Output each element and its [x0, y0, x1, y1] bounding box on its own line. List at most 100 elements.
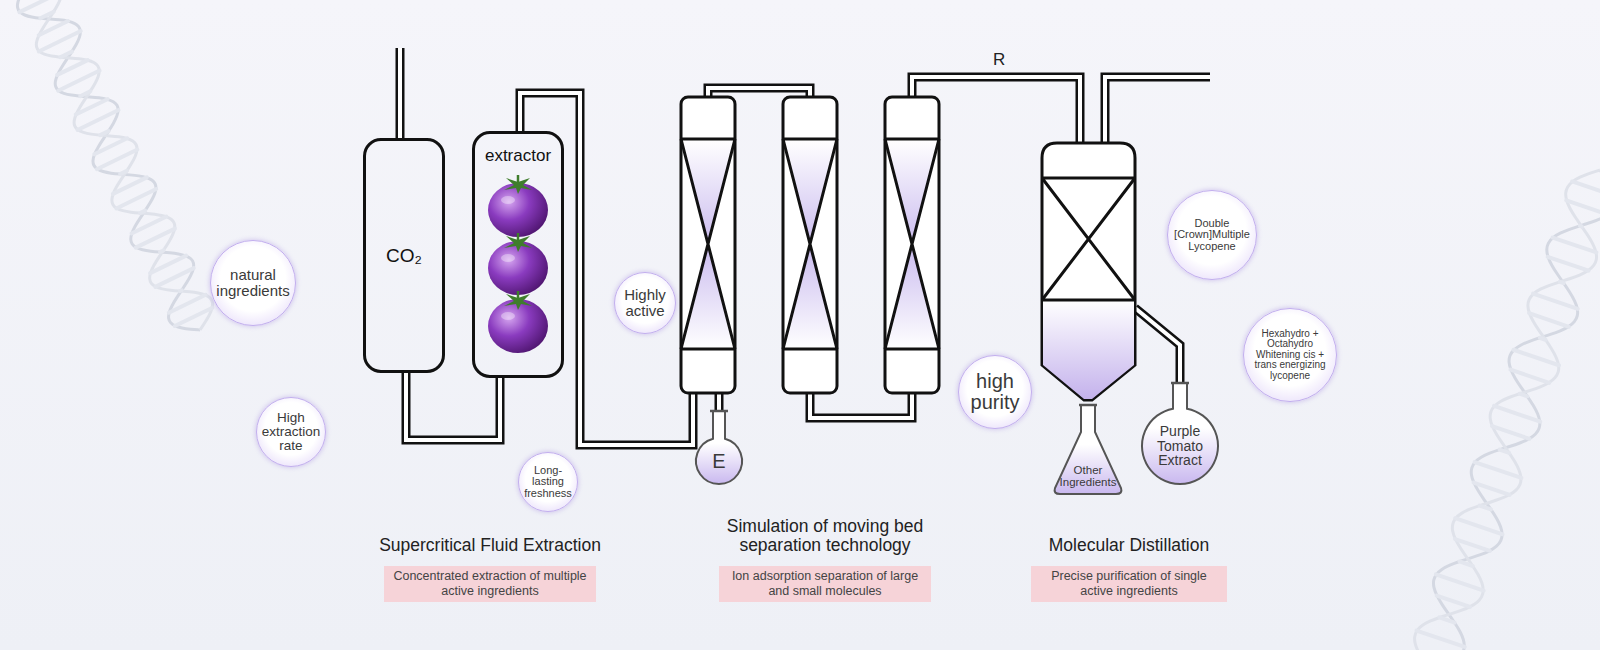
process-vessel: extractor: [472, 131, 564, 378]
dna-rung: [1553, 238, 1597, 253]
tomato-icon: [488, 233, 548, 295]
feature-bubble: High extraction rate: [256, 397, 326, 467]
dna-rung: [120, 171, 127, 174]
smb-column: [885, 97, 939, 393]
flask-vessel: Other Ingredients: [1050, 404, 1126, 496]
stage-panel: Supercritical Fluid ExtractionConcentrat…: [350, 536, 630, 602]
bubble-text-box: Highly active: [618, 287, 671, 319]
dna-rung: [76, 99, 108, 114]
dna-rung: [60, 52, 72, 58]
pipe-connector: [406, 373, 500, 440]
dna-rung: [1500, 450, 1510, 453]
feature-text: Hexahydro + Octahydro Whitening cis + tr…: [1249, 329, 1332, 382]
flask-label: Other Ingredients: [1053, 464, 1123, 488]
dna-rung: [160, 250, 163, 252]
distillation-body: [1042, 143, 1135, 400]
feature-text: Highly active: [618, 287, 671, 319]
feature-bubble: Hexahydro + Octahydro Whitening cis + tr…: [1243, 308, 1337, 402]
dna-rung: [1492, 426, 1529, 439]
dna-rung: [57, 60, 88, 75]
bubble-text-box: Double [Crown]Multiple Lycopene: [1170, 218, 1255, 253]
dna-rung: [1436, 574, 1484, 590]
stage-title: Simulation of moving bed separation tech…: [705, 517, 945, 554]
feature-text: high purity: [962, 371, 1029, 413]
pipe-connector-group: [406, 373, 500, 440]
dna-strand: [30, 0, 213, 330]
dna-rung: [1474, 483, 1510, 495]
dna-rung: [77, 110, 118, 130]
dna-rung: [1514, 350, 1559, 365]
bubble-text-box: natural ingredients: [216, 267, 290, 299]
feature-text: natural ingredients: [216, 267, 290, 299]
dna-rung: [140, 211, 145, 213]
stage-title: Supercritical Fluid Extraction: [379, 536, 601, 554]
dna-rung: [1548, 257, 1589, 271]
dna-rung: [1511, 370, 1550, 383]
pipe-inner: [1105, 77, 1210, 143]
vessel-label: extractor: [485, 146, 551, 166]
pipe-inner: [810, 393, 912, 418]
dna-rung: [1455, 539, 1490, 551]
dna-rung: [1580, 224, 1582, 229]
pipe-inner: [398, 48, 402, 138]
pipe-inner: [1135, 308, 1180, 384]
dna-rung: [136, 229, 175, 248]
feature-bubble: high purity: [958, 355, 1032, 429]
distillation-column: [1042, 143, 1135, 400]
flask-body: [1142, 382, 1218, 484]
feature-bubble: Double [Crown]Multiple Lycopene: [1167, 190, 1257, 280]
flask-label: Purple Tomato Extract: [1149, 424, 1211, 468]
dna-strand: [1415, 170, 1600, 650]
pipe-inner: [717, 393, 721, 410]
bubble-text-box: Long-lasting freshness: [521, 465, 575, 500]
dna-rung: [1520, 394, 1528, 397]
pipe: [810, 393, 912, 418]
flask-lip: [710, 410, 728, 413]
pipe-network: [400, 48, 1210, 445]
dna-rung: [1416, 631, 1464, 647]
packing-lines: [1042, 178, 1135, 300]
stage-panel: Molecular DistillationPrecise purificati…: [999, 536, 1259, 602]
feature-bubble: Highly active: [614, 272, 676, 334]
dna-rung: [19, 0, 61, 12]
bubble-text-box: High extraction rate: [260, 411, 323, 454]
dna-rung: [116, 189, 156, 208]
flask-lip: [1079, 404, 1097, 407]
dna-rung: [80, 91, 90, 96]
stage-panel: Simulation of moving bed separation tech…: [705, 517, 945, 602]
process-vessel: CO₂: [363, 138, 445, 373]
stage-description: Ion adsorption separation of large and s…: [719, 566, 931, 602]
stage-description: Precise purification of single active in…: [1031, 566, 1227, 602]
dna-rung: [40, 12, 53, 18]
distillation-fill: [1043, 300, 1134, 399]
dna-rung: [1566, 200, 1600, 214]
stage-title: Molecular Distillation: [1049, 536, 1209, 554]
flask-label: E: [699, 451, 739, 472]
feature-bubble: Long-lasting freshness: [518, 452, 578, 512]
pipe: [1105, 77, 1210, 143]
dna-rung: [155, 268, 193, 287]
feature-text: High extraction rate: [260, 411, 323, 454]
dna-rung: [100, 131, 108, 135]
vessel-label: CO₂: [386, 245, 422, 267]
dna-strand: [17, 0, 200, 330]
feature-text: Double [Crown]Multiple Lycopene: [1170, 218, 1255, 253]
dna-rung: [1459, 561, 1472, 566]
pipe: [1135, 308, 1180, 384]
bubble-text-box: high purity: [962, 371, 1029, 413]
tomato-icon: [488, 291, 548, 353]
flask-vessel: E: [694, 410, 744, 486]
dna-rung: [1480, 506, 1491, 510]
dna-rung: [39, 21, 68, 35]
smb-column: [681, 97, 735, 393]
dna-rung: [1475, 462, 1522, 478]
tomato-icon: [488, 175, 548, 237]
dna-rung: [1494, 406, 1540, 422]
dna-rung: [169, 295, 206, 313]
dna-rung: [175, 308, 213, 326]
dna-rung: [1529, 313, 1569, 327]
dna-decoration: [17, 0, 1600, 650]
dna-rung: [1439, 617, 1454, 622]
smb-column: [783, 97, 837, 393]
